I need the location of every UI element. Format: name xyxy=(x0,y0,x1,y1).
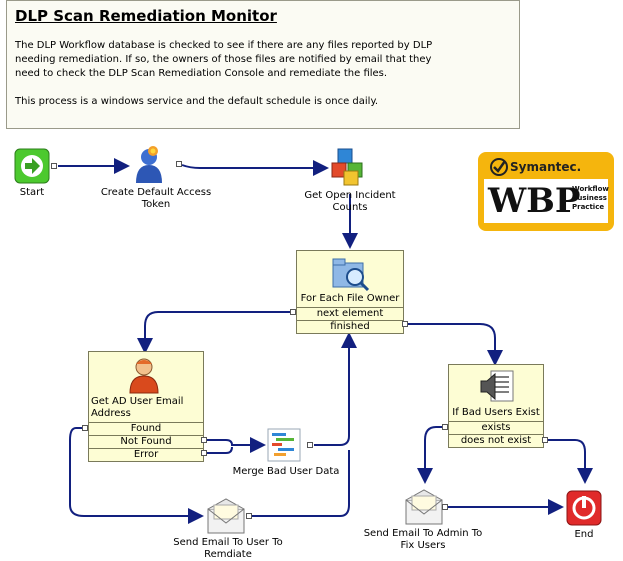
send-admin-output-port[interactable] xyxy=(442,504,448,510)
wire-senduser-to-foreach xyxy=(252,450,350,517)
description-line-2: needing remediation. If so, the owners o… xyxy=(15,54,432,65)
get-counts-label-2: Counts xyxy=(332,202,368,213)
user-token-icon[interactable] xyxy=(132,143,166,185)
get-ad-node[interactable]: Get AD User Email Address Found Not Foun… xyxy=(88,351,204,462)
wire-notexist-to-end xyxy=(545,439,593,484)
token-output-port[interactable] xyxy=(176,161,182,167)
get-ad-found-branch[interactable]: Found xyxy=(89,422,203,435)
description-line-1: The DLP Workflow database is checked to … xyxy=(15,40,433,51)
not-found-port[interactable] xyxy=(201,437,207,443)
start-output-port[interactable] xyxy=(51,163,57,169)
decision-speaker-icon xyxy=(480,370,514,402)
get-ad-not-found-branch[interactable]: Not Found xyxy=(89,435,203,448)
logo-brand: Symantec. xyxy=(510,160,582,174)
logo-subtitle: Workflow Business Practice xyxy=(572,185,609,212)
next-element-port[interactable] xyxy=(290,309,296,315)
send-admin-label: Send Email To Admin To Fix Users xyxy=(354,528,492,552)
if-exists-branch[interactable]: exists xyxy=(449,421,543,434)
send-user-output-port[interactable] xyxy=(246,513,252,519)
error-port[interactable] xyxy=(201,450,207,456)
start-icon[interactable] xyxy=(14,148,50,184)
cubes-icon[interactable] xyxy=(330,147,368,187)
get-counts-label-1: Get Open Incident xyxy=(304,190,396,201)
wire-next-to-getad xyxy=(137,311,294,354)
send-user-label: Send Email To User To Remdiate xyxy=(158,537,298,561)
if-not-exist-branch[interactable]: does not exist xyxy=(449,434,543,447)
search-folder-icon xyxy=(332,258,370,292)
get-ad-title-2: Address xyxy=(91,408,131,419)
person-icon xyxy=(129,358,159,394)
description-line-3: need to check the DLP Scan Remediation C… xyxy=(15,68,388,79)
wire-finished-to-ifbad xyxy=(405,323,503,366)
logo-sub-1: Workflow xyxy=(572,185,609,193)
create-token-label: Create Default Access Token xyxy=(92,187,220,211)
wire-exists-to-sendadmin xyxy=(417,426,446,484)
symantec-wbp-logo: Symantec. WBP Workflow Business Practice xyxy=(478,152,614,231)
not-exist-port[interactable] xyxy=(542,437,548,443)
logo-sub-3: Practice xyxy=(572,203,605,211)
get-ad-error-branch[interactable]: Error xyxy=(89,448,203,461)
send-user-label-2: Remdiate xyxy=(204,549,252,560)
send-admin-label-2: Fix Users xyxy=(400,540,446,551)
merge-data-icon[interactable] xyxy=(266,427,304,463)
create-token-label-2: Token xyxy=(141,199,171,210)
if-bad-users-title: If Bad Users Exist xyxy=(452,407,540,418)
for-each-node[interactable]: For Each File Owner next element finishe… xyxy=(296,250,404,334)
merge-label: Merge Bad User Data xyxy=(232,466,340,477)
wire-found-to-senduser xyxy=(69,427,204,524)
end-icon[interactable] xyxy=(566,490,602,526)
create-token-label-1: Create Default Access xyxy=(100,187,212,198)
logo-wbp-box: WBP Workflow Business Practice xyxy=(484,179,609,223)
checkmark-icon xyxy=(490,158,508,176)
wire-token-to-counts xyxy=(181,160,329,176)
description-panel: DLP Scan Remediation Monitor The DLP Wor… xyxy=(6,0,520,129)
wire-merge-to-foreach xyxy=(314,332,357,446)
description-line-4: This process is a windows service and th… xyxy=(15,96,379,107)
send-user-label-1: Send Email To User To xyxy=(173,537,283,548)
wire-notfound-to-merge xyxy=(204,437,266,453)
workflow-title: DLP Scan Remediation Monitor xyxy=(15,7,277,25)
merge-output-port[interactable] xyxy=(307,442,313,448)
get-ad-title: Get AD User Email Address xyxy=(91,396,201,420)
wire-error-to-merge xyxy=(204,446,233,454)
finished-port[interactable] xyxy=(402,321,408,327)
envelope-icon[interactable] xyxy=(206,497,246,535)
for-each-title: For Each File Owner xyxy=(300,293,400,304)
exists-port[interactable] xyxy=(442,424,448,430)
get-counts-label: Get Open Incident Counts xyxy=(296,190,404,214)
end-label: End xyxy=(574,529,594,540)
start-label: Start xyxy=(19,187,45,198)
found-port[interactable] xyxy=(82,425,88,431)
send-admin-label-1: Send Email To Admin To xyxy=(363,528,483,539)
logo-wbp-text: WBP xyxy=(488,181,581,221)
get-ad-title-1: Get AD User Email xyxy=(91,396,184,407)
envelope-admin-icon[interactable] xyxy=(404,488,444,526)
for-each-next-branch[interactable]: next element xyxy=(297,307,403,320)
for-each-finished-branch[interactable]: finished xyxy=(297,320,403,333)
logo-sub-2: Business xyxy=(572,194,607,202)
if-bad-users-node[interactable]: If Bad Users Exist exists does not exist xyxy=(448,364,544,448)
